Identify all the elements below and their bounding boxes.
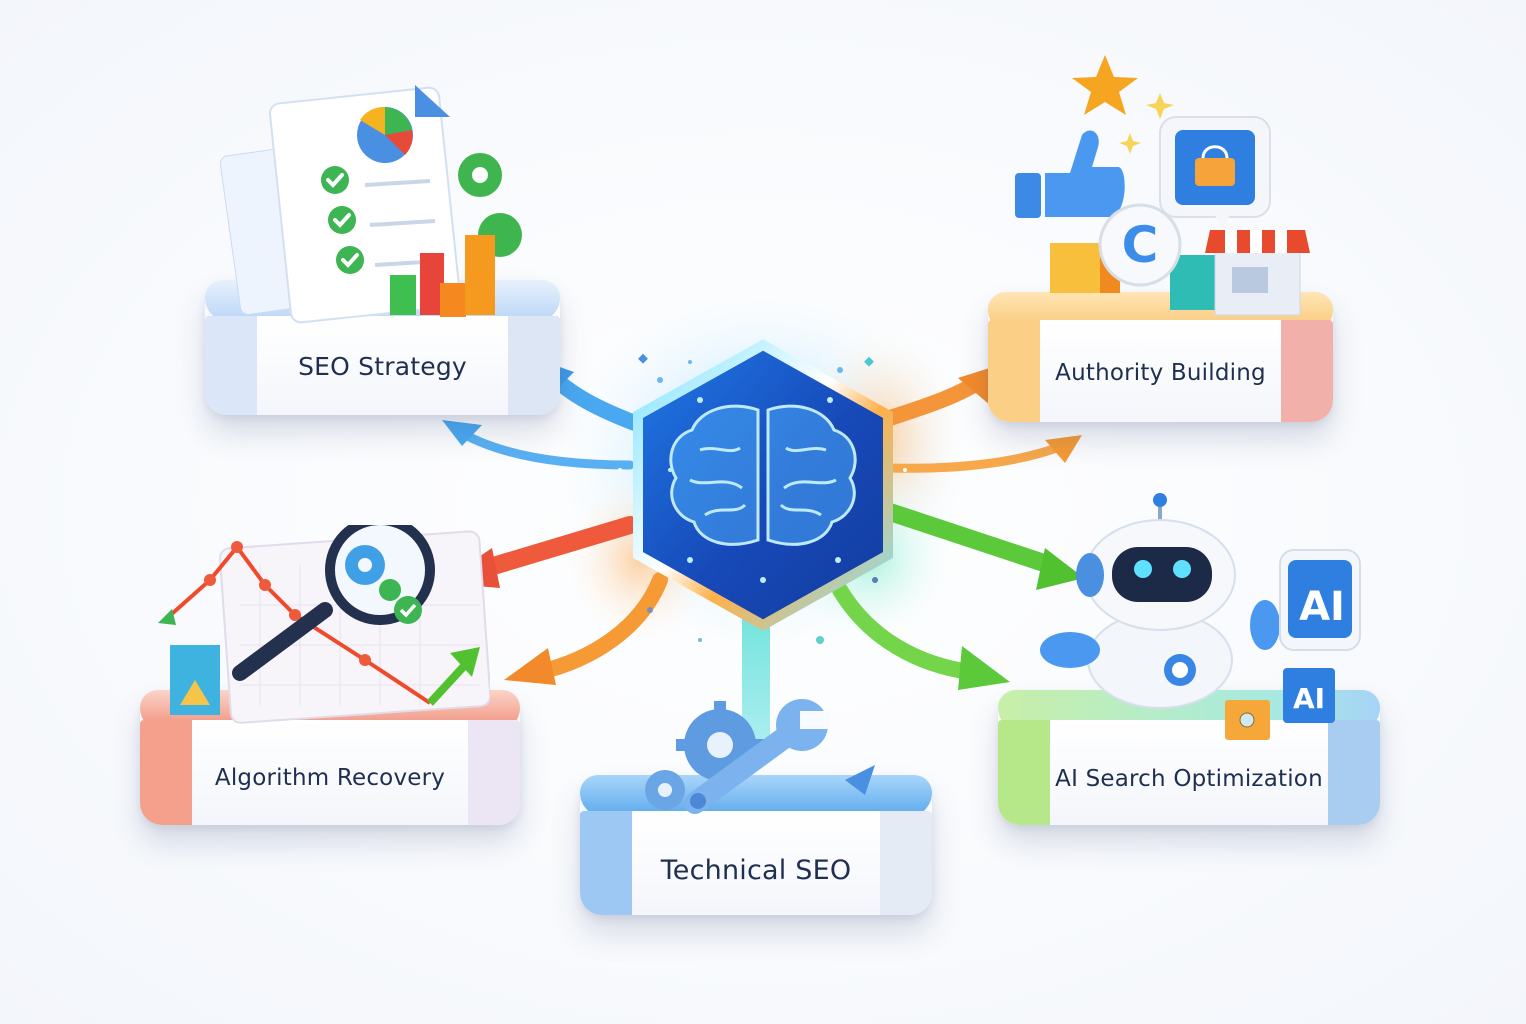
shopping-bag-icon: [1195, 158, 1235, 186]
node-label: AI Search Optimization: [1055, 766, 1323, 792]
pie-chart-icon: [357, 106, 413, 163]
technical-seo-illustration: [645, 699, 875, 814]
node-label: Technical SEO: [660, 855, 852, 886]
gear-icon: [345, 545, 401, 601]
node-authority-building[interactable]: Authority Building: [988, 292, 1333, 422]
authority-building-illustration: C: [1015, 55, 1310, 316]
node-label: Algorithm Recovery: [214, 765, 446, 791]
arrow-to-ai-search-lower: [832, 582, 1010, 690]
algorithm-recovery-illustration: [158, 525, 490, 724]
seo-strategy-illustration: [220, 85, 522, 324]
svg-text:AI: AI: [1293, 682, 1325, 715]
bar-chart-icon: [390, 235, 495, 317]
brain-icon: [669, 404, 857, 546]
sparkle-particles: [618, 353, 907, 644]
box-icon: [1225, 700, 1270, 740]
arrow-to-seo-strategy-lower: [442, 420, 635, 470]
up-arrow-icon: [427, 647, 480, 706]
thumbs-up-icon: [1015, 130, 1125, 218]
pedestal: AI Search Optimization: [998, 690, 1380, 825]
wrench-icon: [684, 699, 830, 814]
node-technical-seo[interactable]: Technical SEO: [580, 775, 932, 915]
hub-hexagon: [633, 339, 893, 631]
robot-icon: [1040, 493, 1280, 709]
pedestal: Authority Building: [988, 292, 1333, 422]
arrow-to-authority-building-lower: [885, 435, 1082, 473]
arrow-to-ai-search-upper: [881, 503, 1084, 590]
node-ai-search-optimization[interactable]: AI Search Optimization: [998, 690, 1380, 825]
copyright-icon: C: [1098, 203, 1182, 287]
node-label: SEO Strategy: [298, 352, 467, 381]
checkmark-icon: [394, 596, 422, 624]
arrow-to-algorithm-recovery-lower: [504, 572, 668, 685]
pedestal: Technical SEO: [580, 775, 932, 915]
svg-text:AI: AI: [1299, 584, 1345, 630]
line-chart-icon: [158, 541, 432, 705]
node-label: Authority Building: [1055, 360, 1266, 386]
ai-cube-icon: AI: [1283, 668, 1335, 723]
storefront-icon: [1205, 230, 1310, 316]
ai-badge-icon: AI: [1279, 549, 1361, 651]
svg-text:C: C: [1122, 216, 1159, 274]
ai-search-illustration: AI AI: [1040, 493, 1361, 740]
star-icon: [1072, 55, 1138, 115]
